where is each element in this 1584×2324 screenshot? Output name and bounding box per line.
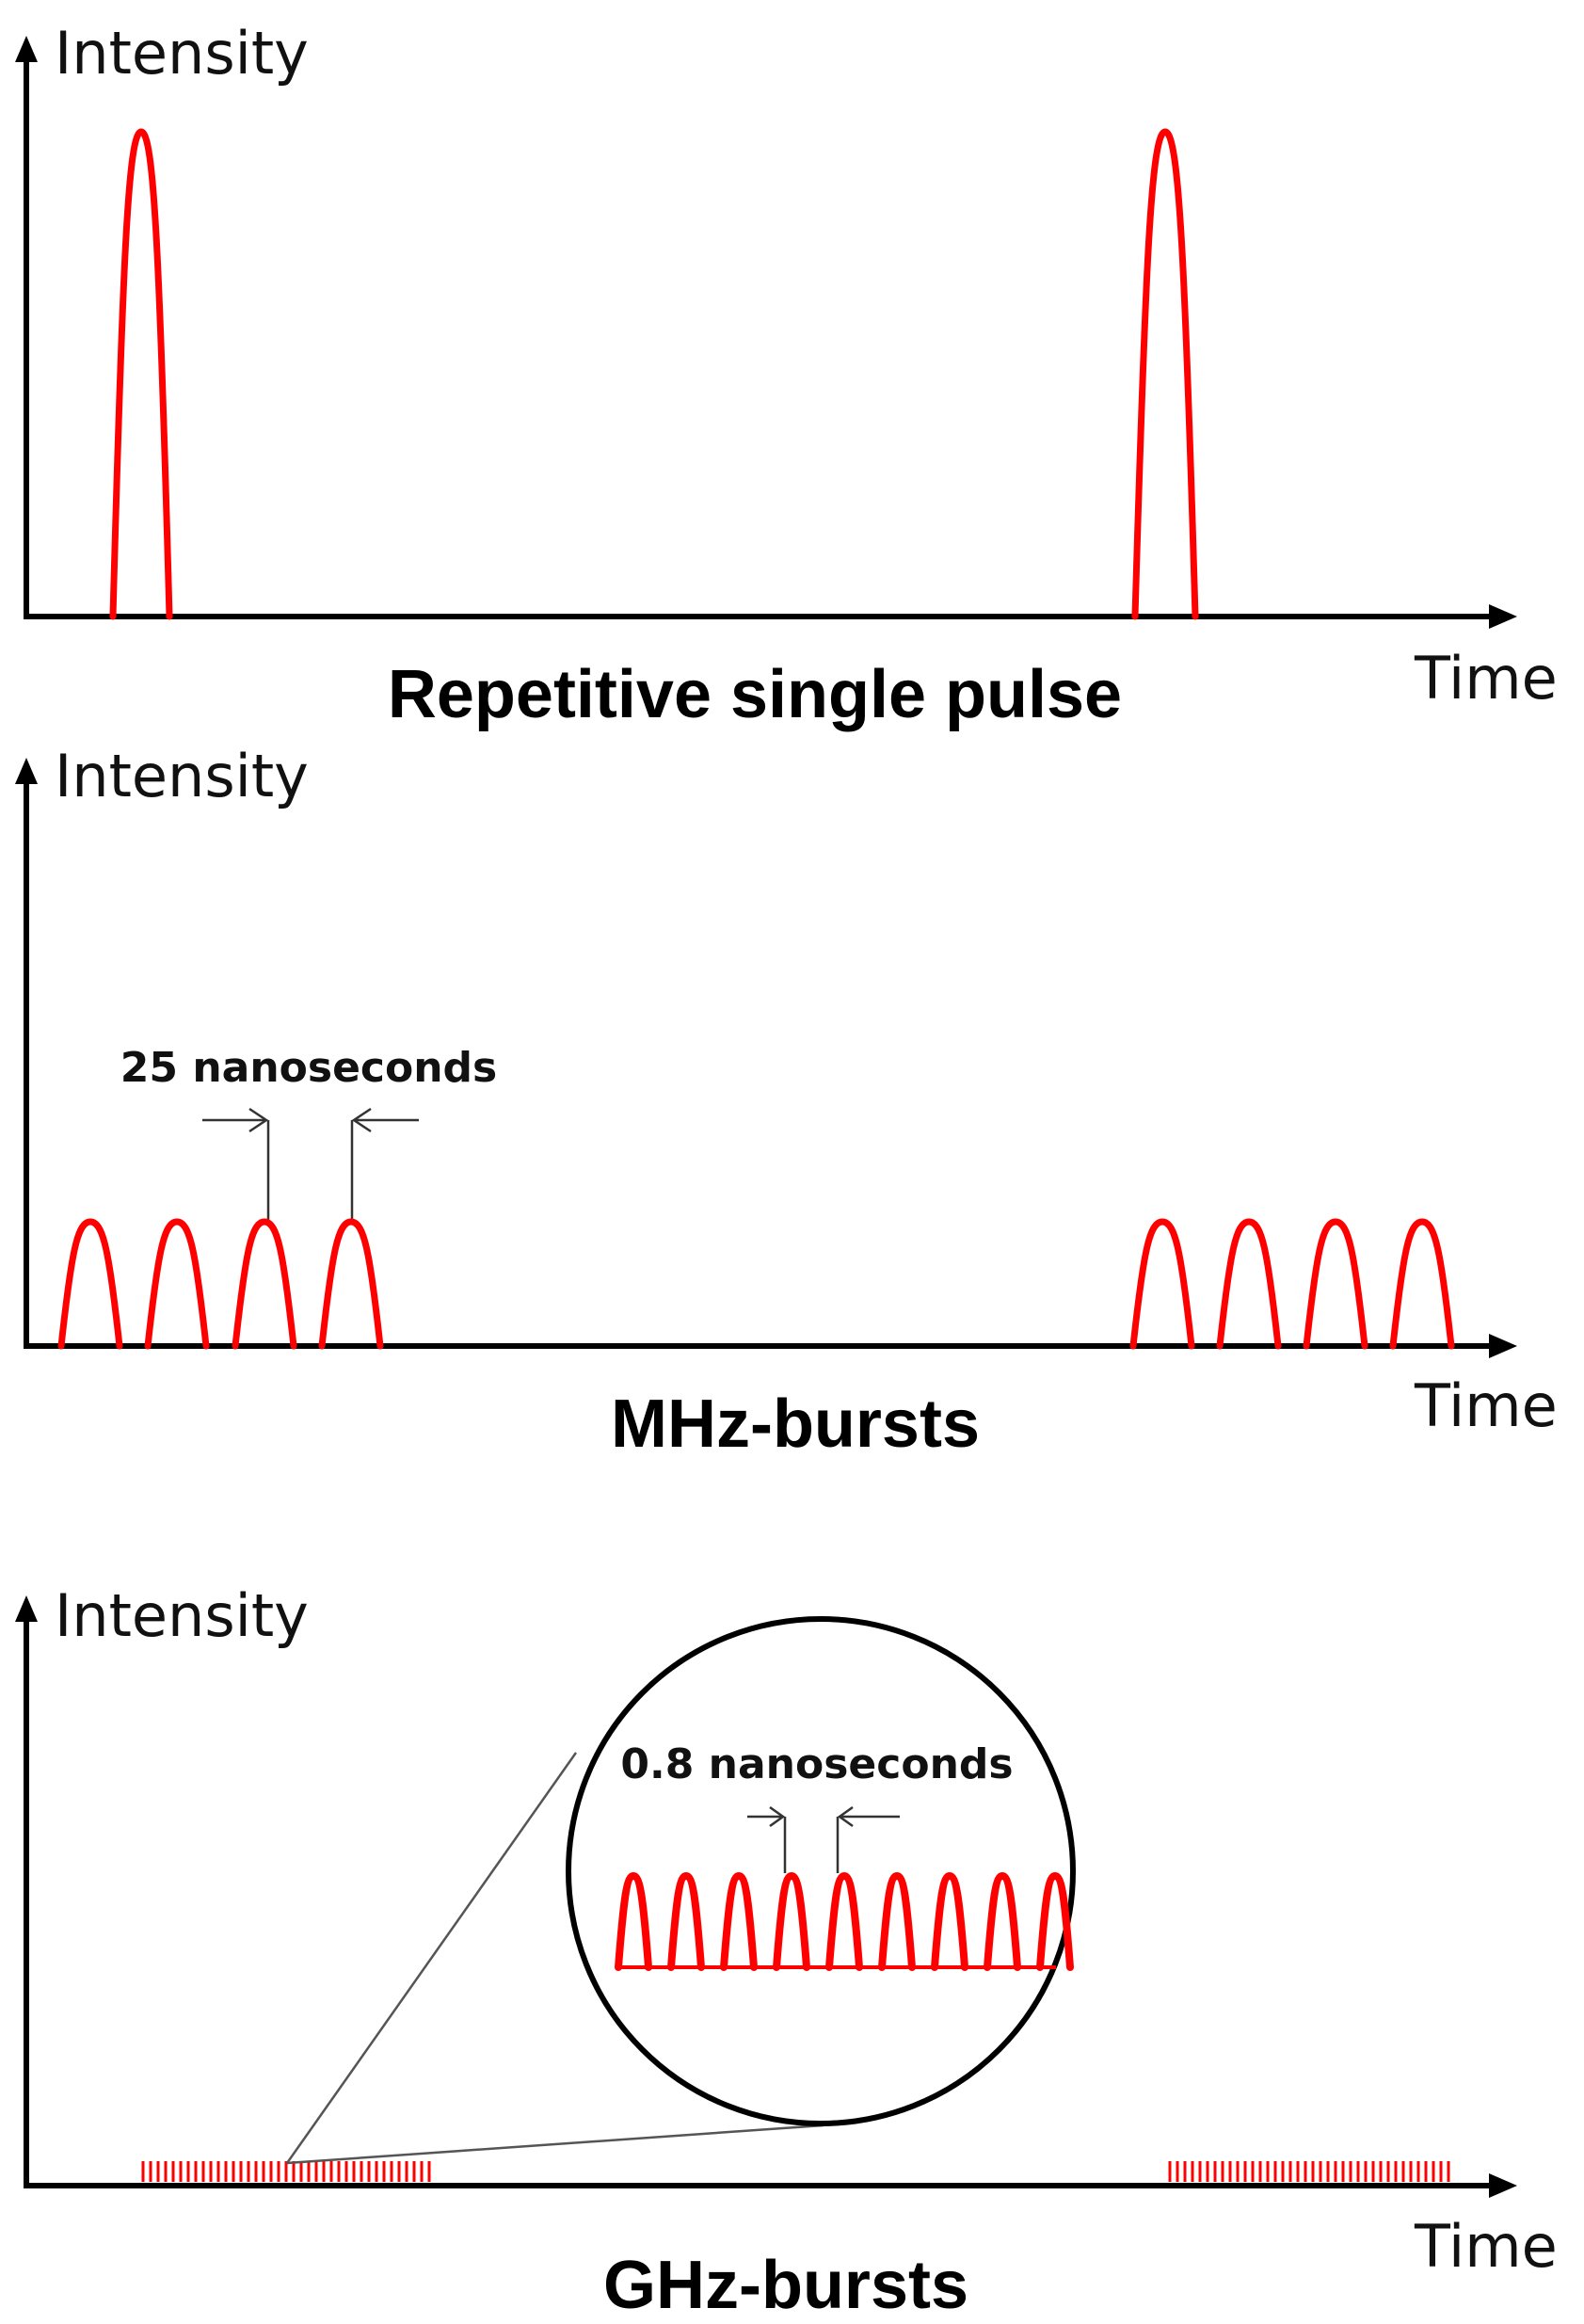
x-axis-label: Time (1414, 1371, 1558, 1440)
pulse (144, 1218, 210, 1350)
pulse (318, 1218, 384, 1350)
pulse-group (57, 1218, 1455, 1350)
spacing-arrowhead-right (837, 1805, 854, 1828)
zoomed-pulse-group (615, 1871, 1074, 1971)
zoomed-pulse (1036, 1871, 1074, 1971)
zoomed-pulse (878, 1871, 916, 1971)
y-axis-arrowhead (15, 758, 38, 784)
y-axis-arrowhead (15, 1595, 38, 1622)
spacing-label: 0.8 nanoseconds (620, 1740, 1013, 1788)
pulse-group (109, 128, 1199, 620)
spacing-arrowhead-left (248, 1107, 269, 1133)
panel-ghz-bursts: Intensity Time GHz-bursts 0.8 nanosecond… (15, 1581, 1558, 2323)
panel-caption: Repetitive single pulse (388, 657, 1122, 732)
zoom-connector-line (286, 2124, 824, 2165)
x-axis-arrowhead (1489, 604, 1517, 629)
zoomed-pulse (615, 1871, 652, 1971)
pulse (1389, 1218, 1455, 1350)
pulse (1129, 1218, 1195, 1350)
pulse (57, 1218, 123, 1350)
panel-caption: GHz-bursts (603, 2248, 968, 2323)
panel-mhz-bursts: Intensity Time MHz-bursts 25 nanoseconds (15, 742, 1558, 1462)
spacing-arrowhead-right (351, 1107, 372, 1133)
pulse (1131, 128, 1199, 620)
x-axis-label: Time (1414, 644, 1558, 713)
panel-repetitive-single-pulse: Intensity Time Repetitive single pulse (15, 19, 1558, 732)
x-axis-label: Time (1414, 2212, 1558, 2281)
zoomed-pulse (773, 1871, 810, 1971)
pulse (109, 128, 173, 620)
ghz-burst-comb (141, 2161, 1450, 2182)
pulse (232, 1218, 297, 1350)
y-axis-label: Intensity (55, 19, 309, 88)
spacing-label: 25 nanoseconds (120, 1044, 497, 1092)
pulse (1216, 1218, 1282, 1350)
zoomed-pulse (825, 1871, 863, 1971)
y-axis-label: Intensity (55, 1581, 309, 1650)
y-axis-label: Intensity (55, 742, 309, 810)
spacing-annotation (202, 1107, 419, 1224)
panel-caption: MHz-bursts (611, 1386, 980, 1462)
zoom-circle (566, 1616, 1076, 2126)
zoomed-pulse (667, 1871, 705, 1971)
x-axis-arrowhead (1489, 1334, 1517, 1358)
spacing-arrowhead-left (769, 1805, 786, 1828)
y-axis-arrowhead (15, 36, 38, 62)
zoom-connector-line (285, 1752, 578, 2164)
zoomed-pulse (984, 1871, 1021, 1971)
x-axis-arrowhead (1489, 2173, 1517, 2198)
zoomed-pulse (720, 1871, 758, 1971)
zoomed-pulse (931, 1871, 968, 1971)
zoom-spacing-annotation (747, 1805, 900, 1873)
pulse (1303, 1218, 1368, 1350)
